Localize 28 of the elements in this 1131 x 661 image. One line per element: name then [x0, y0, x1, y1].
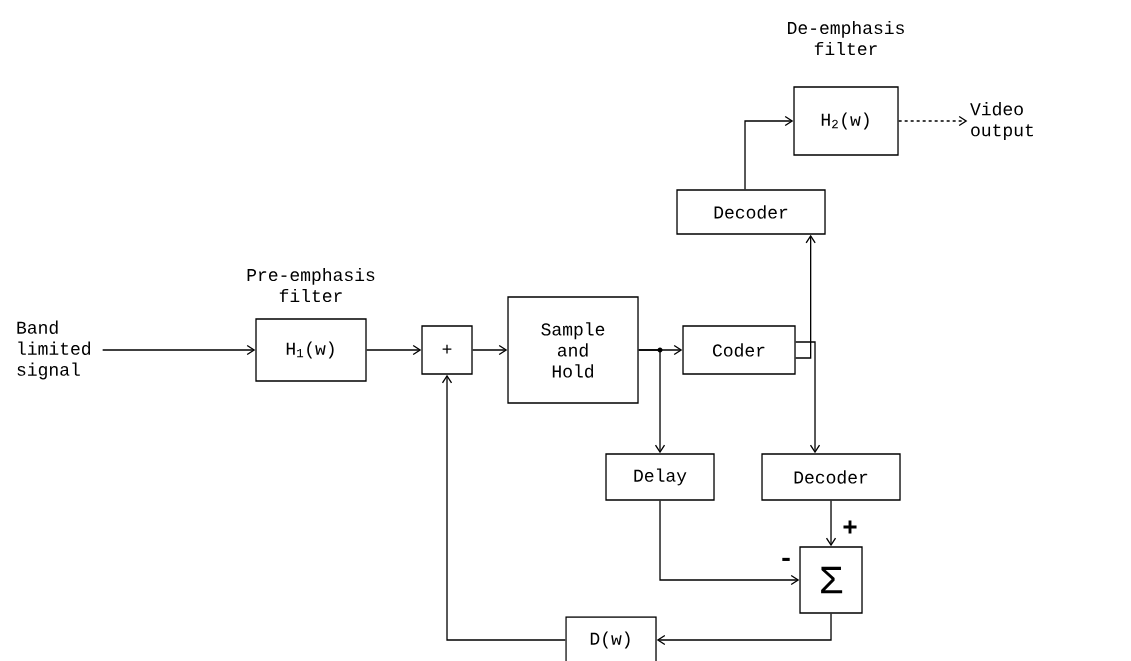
arrow [795, 341, 821, 454]
signal-label: Band limited signal [17, 320, 90, 380]
arrow [659, 500, 800, 586]
arrow [472, 344, 508, 356]
arrow [441, 374, 566, 641]
block-box: Coder [682, 325, 796, 375]
sign-label: + [841, 519, 859, 537]
block-box: H$_{2}$(w) [793, 86, 899, 156]
sum-box: Σ [799, 546, 863, 614]
arrow [825, 500, 837, 547]
arrow [102, 344, 256, 356]
arrow [638, 349, 666, 454]
arrow [656, 613, 832, 646]
sign-label: - [777, 556, 795, 568]
arrow [898, 115, 968, 127]
arrow [744, 115, 794, 190]
block-box: + [421, 325, 473, 375]
block-box: Sample and Hold [507, 296, 639, 404]
block-box: D(w) [565, 616, 657, 661]
block-box: H$_{1}$(w) [255, 318, 367, 382]
arrow [795, 234, 816, 359]
filter-heading: Pre-emphasis filter [247, 267, 375, 303]
filter-heading: De-emphasis filter [788, 20, 904, 56]
block-box: Delay [605, 453, 715, 501]
signal-label: Video output [970, 102, 1033, 140]
block-box: Decoder [676, 189, 826, 235]
arrow [366, 344, 422, 356]
block-box: Decoder [761, 453, 901, 501]
